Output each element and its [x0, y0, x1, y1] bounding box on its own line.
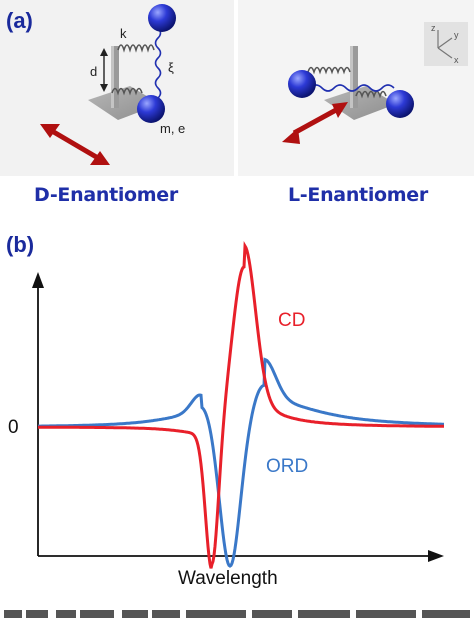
spring-k: [117, 44, 155, 53]
spring-lower: [355, 90, 387, 99]
panel-b: (b) 0 Wavelength CD ORD: [0, 226, 474, 620]
panel-b-label: (b): [6, 232, 35, 257]
panel-a-label: (a): [6, 8, 33, 33]
y-axis-arrowhead: [32, 272, 44, 288]
y-tick-zero: 0: [8, 417, 19, 438]
top-sphere: [148, 4, 176, 32]
vertical-post: [111, 46, 119, 108]
cd-label: CD: [278, 310, 305, 331]
label-m-e: m, e: [160, 121, 185, 136]
d-enantiomer-scene: k d ξ m, e: [0, 0, 234, 176]
axis-x-label: x: [454, 55, 459, 65]
d-enantiomer-caption: D-Enantiomer: [34, 184, 178, 206]
coupling-wave: [154, 27, 162, 99]
l-enantiomer-scene: z y x: [238, 0, 474, 176]
axis-y-label: y: [454, 30, 459, 40]
axes-indicator-box: [424, 22, 468, 66]
caption-remnant: [0, 604, 474, 620]
label-k: k: [120, 26, 127, 41]
d-enantiomer-illustration: k d ξ m, e: [40, 4, 185, 165]
polarization-arrow: [50, 128, 100, 161]
spring-bottom: [111, 87, 143, 96]
ord-curve: [38, 357, 444, 568]
l-enantiomer-illustration: z y x: [282, 22, 468, 144]
polarization-arrow: [292, 107, 338, 136]
ord-label: ORD: [266, 456, 308, 477]
label-xi: ξ: [168, 60, 174, 75]
axis-z-label: z: [431, 23, 436, 33]
vertical-post: [350, 46, 358, 108]
panel-a: k d ξ m, e z: [0, 0, 474, 220]
cd-ord-plot: 0 Wavelength CD ORD: [8, 241, 444, 589]
label-d: d: [90, 64, 97, 79]
cd-curve: [38, 241, 444, 569]
bottom-sphere: [137, 95, 165, 123]
x-axis-title: Wavelength: [178, 568, 278, 589]
base-plate: [88, 86, 160, 120]
right-sphere: [386, 90, 414, 118]
l-enantiomer-caption: L-Enantiomer: [288, 184, 428, 206]
spring-upper: [307, 66, 351, 75]
left-sphere: [288, 70, 316, 98]
x-axis-arrowhead: [428, 550, 444, 562]
coupling-wave: [309, 84, 395, 92]
